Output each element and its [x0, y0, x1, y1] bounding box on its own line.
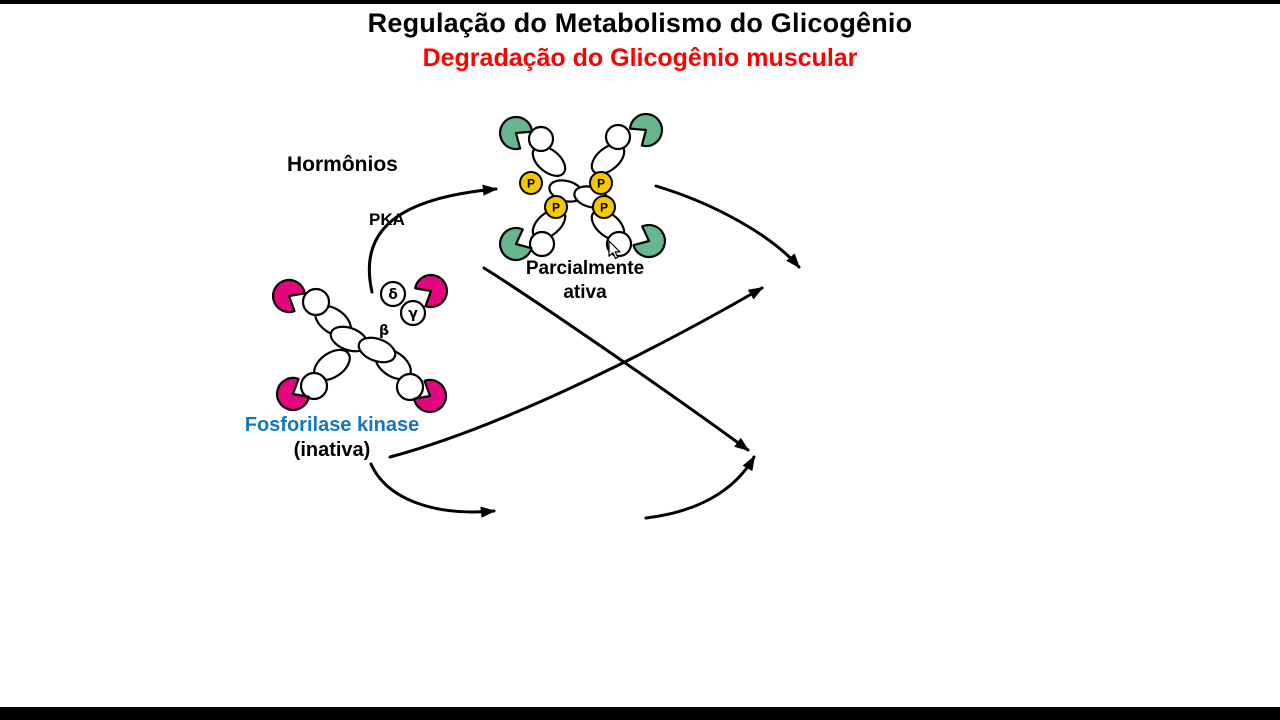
subunit-circle: [527, 125, 555, 153]
inactive-cross-arrow: [388, 286, 764, 459]
phosphate-label: P: [527, 177, 535, 191]
partially-active-line1: Parcialmente: [525, 258, 645, 279]
catalytic-pacman-icon: [493, 223, 536, 267]
subunit-circle: [395, 372, 425, 402]
reaction-arrows: [367, 184, 801, 520]
phosphate-label: P: [597, 177, 605, 191]
phosphate-groups: P P P P: [519, 171, 616, 219]
phosphate-label: P: [600, 201, 608, 215]
catalytic-pacman-icon: [629, 220, 672, 264]
partially-active-line2: ativa: [563, 282, 607, 303]
phosphate-label: P: [552, 201, 560, 215]
bottom-left-curve-arrow: [369, 462, 496, 518]
phosphate-circle: [544, 195, 568, 219]
pka-activation-arrow: [367, 184, 498, 294]
phosphorylase-kinase-label: Fosforilase kinase: [244, 414, 420, 436]
mouse-cursor-icon: [608, 240, 621, 259]
gamma-label: γ: [408, 306, 418, 322]
subunit-circle: [299, 371, 329, 401]
subunit-circle: [528, 230, 556, 258]
active-kinase-complex: P P P P: [492, 106, 672, 267]
delta-subunit-circle: [379, 280, 407, 308]
active-cross-arrow: [482, 266, 750, 452]
catalytic-pacman-icon: [492, 109, 537, 155]
catalytic-pacman-icon: [266, 273, 309, 318]
pka-label: PKA: [369, 210, 405, 229]
phosphate-circle: [519, 171, 543, 195]
gamma-subunit-circle: [399, 299, 427, 327]
hormones-label: Hormônios: [287, 153, 398, 176]
subunit-circle: [301, 287, 331, 317]
phosphate-circle: [589, 171, 613, 195]
delta-label: δ: [388, 287, 398, 303]
subunit-circle: [604, 123, 632, 151]
partially-active-label: Parcialmente ativa: [495, 257, 675, 305]
inactive-state-label: (inativa): [293, 439, 371, 461]
letterbox-top: [0, 0, 1280, 4]
phosphate-circle: [592, 195, 616, 219]
beta-label: β: [379, 323, 389, 339]
slide-subtitle: Degradação do Glicogênio muscular: [422, 44, 858, 72]
letterbox-bottom: [0, 707, 1280, 720]
beta-subunit-ellipse: [357, 336, 397, 364]
active-to-substrate-arrow: [654, 184, 801, 269]
catalytic-pacman-icon: [625, 106, 670, 152]
inactive-kinase-complex: δ γ β: [266, 268, 454, 419]
slide-title: Regulação do Metabolismo do Glicogênio: [367, 8, 913, 38]
bottom-right-curve-arrow: [644, 455, 756, 520]
